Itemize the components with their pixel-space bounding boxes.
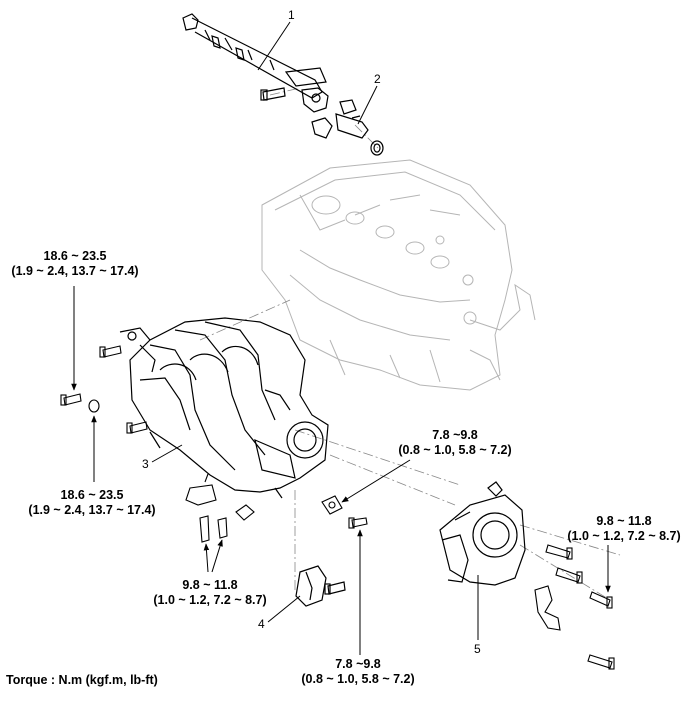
leader-part-4 (267, 595, 301, 623)
part-number-5: 5 (474, 642, 481, 656)
leader-part-1 (257, 21, 291, 71)
torque-label-top-left: 18.6 ~ 23.5 (1.9 ~ 2.4, 13.7 ~ 17.4) (0, 249, 150, 279)
manifold-bolts (60, 345, 148, 434)
arrow-bottom-left-a (203, 543, 210, 573)
throttle-gasket (321, 495, 368, 529)
part-number-4: 4 (258, 617, 265, 631)
torque-value: 9.8 ~ 11.8 (596, 514, 652, 528)
throttle-body (439, 481, 526, 586)
torque-value: 18.6 ~ 23.5 (43, 249, 107, 263)
leader-lines (151, 21, 479, 640)
torque-units: (1.9 ~ 2.4, 13.7 ~ 17.4) (28, 503, 156, 517)
intake-manifold (119, 317, 329, 499)
torque-value: 7.8 ~9.8 (432, 428, 478, 442)
fuel-clip (311, 117, 333, 139)
torque-units: (0.8 ~ 1.0, 5.8 ~ 7.2) (301, 672, 415, 686)
torque-units: (1.0 ~ 1.2, 7.2 ~ 8.7) (153, 593, 267, 607)
torque-label-mid-left: 18.6 ~ 23.5 (1.9 ~ 2.4, 13.7 ~ 17.4) (8, 488, 176, 518)
part-number-1: 1 (288, 8, 295, 22)
arrow-center (341, 459, 411, 503)
torque-units: (0.8 ~ 1.0, 5.8 ~ 7.2) (398, 443, 512, 457)
part-number-2: 2 (374, 72, 381, 86)
torque-units-footer: Torque : N.m (kgf.m, lb-ft) (6, 673, 158, 687)
throttle-cable-bracket (534, 585, 561, 631)
torque-label-bottom-center: 7.8 ~9.8 (0.8 ~ 1.0, 5.8 ~ 7.2) (283, 657, 433, 687)
torque-value: 9.8 ~ 11.8 (182, 578, 238, 592)
throttle-bolts (545, 544, 615, 670)
torque-units: (1.9 ~ 2.4, 13.7 ~ 17.4) (11, 264, 139, 278)
fuel-delivery-pipe (182, 13, 329, 113)
torque-arrows (71, 286, 611, 655)
delivery-pipe-bolt (260, 87, 286, 101)
torque-label-right: 9.8 ~ 11.8 (1.0 ~ 1.2, 7.2 ~ 8.7) (550, 514, 698, 544)
torque-label-center: 7.8 ~9.8 (0.8 ~ 1.0, 5.8 ~ 7.2) (385, 428, 525, 458)
torque-value: 18.6 ~ 23.5 (60, 488, 124, 502)
torque-units: (1.0 ~ 1.2, 7.2 ~ 8.7) (567, 529, 681, 543)
part-number-3: 3 (142, 457, 149, 471)
arrow-bottom-left-b (211, 539, 223, 573)
leader-part-2 (357, 85, 378, 125)
map-sensor (295, 565, 346, 607)
torque-label-bottom-left: 9.8 ~ 11.8 (1.0 ~ 1.2, 7.2 ~ 8.7) (130, 578, 290, 608)
manifold-bracket (185, 473, 255, 543)
torque-value: 7.8 ~9.8 (335, 657, 381, 671)
fuel-injector (335, 99, 384, 156)
engine-block (261, 159, 536, 391)
leader-part-3 (151, 444, 183, 463)
